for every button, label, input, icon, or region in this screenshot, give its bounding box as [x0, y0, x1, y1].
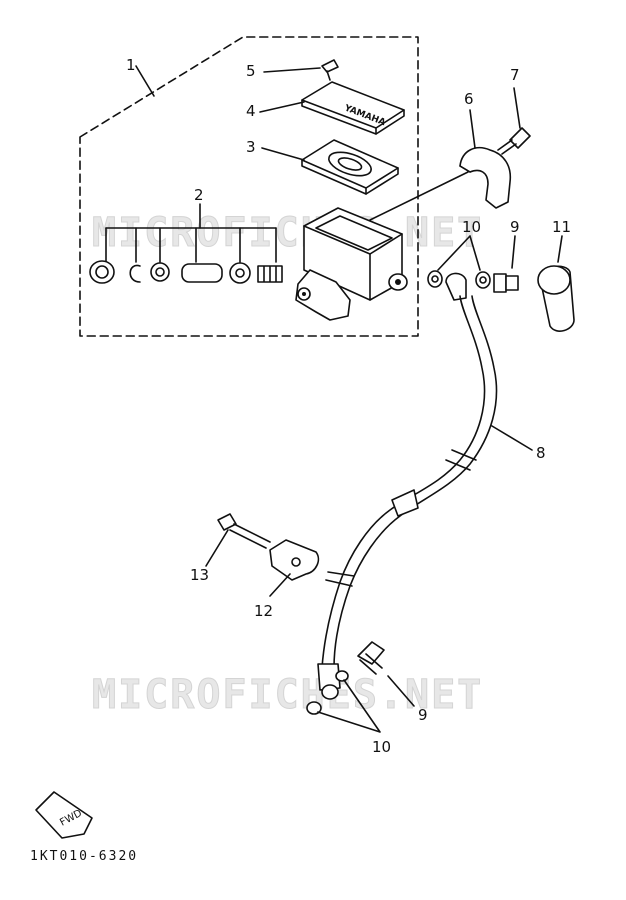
leader-1 [135, 65, 155, 97]
callout-3: 3 [246, 138, 256, 156]
callout-1: 1 [126, 56, 136, 74]
part-5-screw [321, 59, 339, 81]
part-4-cap: YAMAHA [301, 81, 405, 135]
part-11-boot [537, 235, 575, 332]
fwd-arrow-icon: FWD [35, 791, 93, 839]
leader-3 [261, 147, 305, 161]
part-9-union-bolt-lower [357, 641, 415, 707]
part-13-bolt [205, 513, 271, 567]
callout-2: 2 [194, 186, 204, 204]
part-8-brake-hose [317, 272, 533, 700]
part-2-piston-kit [89, 203, 283, 284]
leader-clamp [369, 171, 469, 221]
watermark-top: MICROFICHES.NET [92, 210, 483, 256]
callout-7: 7 [510, 66, 520, 84]
part-6-clamp [459, 109, 512, 209]
watermark-bottom: MICROFICHES.NET [92, 672, 483, 718]
part-10-washers-lower [306, 670, 381, 733]
callout-6: 6 [464, 90, 474, 108]
leader-4 [259, 101, 305, 113]
part-12-hose-clip [269, 539, 320, 597]
callout-11: 11 [552, 218, 571, 236]
callout-4: 4 [246, 102, 256, 120]
callout-9-lower: 9 [418, 706, 428, 724]
part-3-diaphragm [301, 139, 399, 195]
assembly-boundary [79, 36, 419, 337]
part-7-bolt [497, 87, 531, 155]
part-9-union-bolt-upper [493, 235, 519, 293]
callout-8: 8 [536, 444, 546, 462]
master-cylinder-body [295, 207, 408, 321]
callout-10-upper: 10 [462, 218, 481, 236]
part-10-washers-upper [427, 235, 491, 289]
callout-12: 12 [254, 602, 273, 620]
callout-10-lower: 10 [372, 738, 391, 756]
part-code: 1KT010-6320 [30, 849, 138, 864]
leader-5 [263, 67, 321, 73]
callout-9-upper: 9 [510, 218, 520, 236]
callout-13: 13 [190, 566, 209, 584]
callout-5: 5 [246, 62, 256, 80]
